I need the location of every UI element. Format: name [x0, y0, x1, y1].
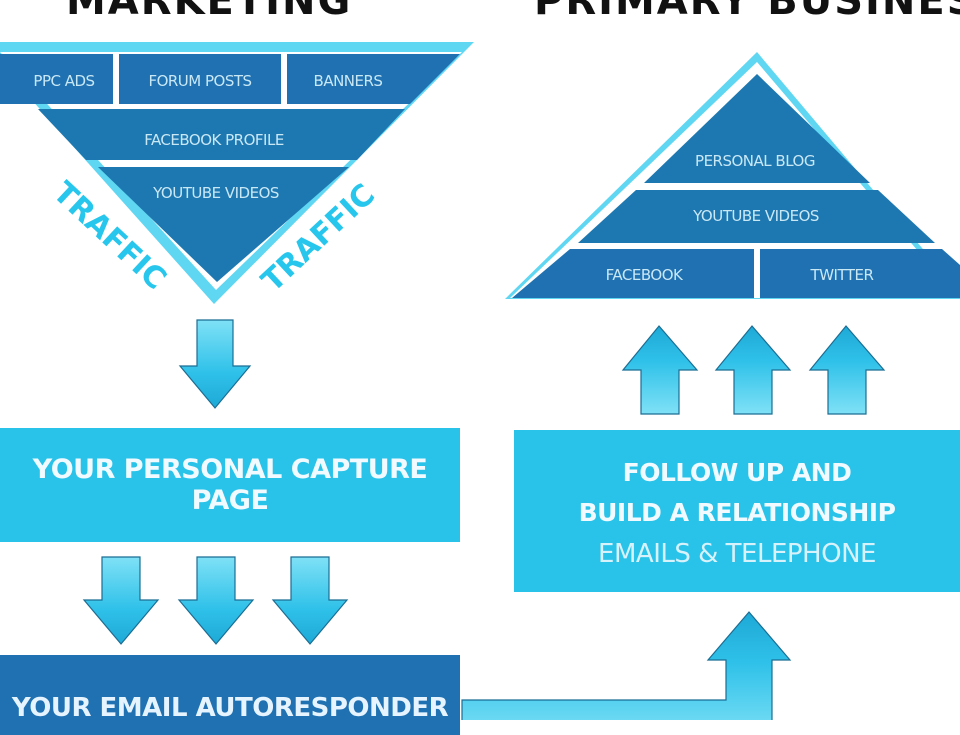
marketing-heading: MARKETING [66, 0, 353, 24]
follow-up-subtitle: EMAILS & TELEPHONE [598, 539, 876, 569]
funnel-seg-forum-posts [119, 54, 281, 104]
pyramid-seg-facebook [512, 249, 754, 298]
funnel-label-ppc-ads: PPC ADS [33, 72, 94, 90]
arrow-down-to-capture-icon [178, 319, 252, 409]
traffic-funnel: PPC ADS FORUM POSTS BANNERS FACEBOOK PRO… [0, 42, 474, 304]
funnel-seg-youtube-videos [98, 167, 349, 282]
funnel-seg-facebook-profile [38, 109, 405, 160]
arrow-up-1-icon [621, 325, 699, 415]
arrow-down-1-icon [82, 556, 160, 645]
funnel-seg-ppc-ads [0, 54, 113, 104]
funnel-label-banners: BANNERS [314, 72, 383, 90]
pyramid-seg-twitter [760, 249, 960, 298]
pyramid-seg-personal-blog [644, 74, 870, 183]
follow-up-line-1: FOLLOW UP AND [622, 458, 852, 487]
funnel-label-youtube-videos: YOUTUBE VIDEOS [152, 184, 279, 202]
primary-business-heading: PRIMARY BUSINES [534, 0, 960, 24]
pyramid-label-personal-blog: PERSONAL BLOG [695, 152, 815, 170]
arrow-up-3-icon [808, 325, 886, 415]
funnel-label-forum-posts: FORUM POSTS [148, 72, 251, 90]
marketing-funnel-diagram: PPC ADS FORUM POSTS BANNERS FACEBOOK PRO… [0, 42, 960, 720]
autoresponder-label: YOUR EMAIL AUTORESPONDER [11, 693, 449, 723]
capture-page-box: YOUR PERSONAL CAPTURE PAGE [0, 428, 460, 542]
pyramid-seg-youtube-videos [578, 190, 935, 243]
arrow-down-3-icon [271, 556, 349, 645]
primary-business-pyramid: PERSONAL BLOG YOUTUBE VIDEOS FACEBOOK TW… [505, 52, 960, 299]
follow-up-box: FOLLOW UP AND BUILD A RELATIONSHIP EMAIL… [514, 430, 960, 592]
autoresponder-box: YOUR EMAIL AUTORESPONDER [0, 655, 460, 735]
capture-page-label: YOUR PERSONAL CAPTURE PAGE [32, 454, 428, 516]
arrow-elbow-to-followup-icon [461, 611, 792, 720]
funnel-label-facebook-profile: FACEBOOK PROFILE [144, 131, 284, 149]
funnel-seg-banners [287, 54, 460, 104]
pyramid-label-youtube-videos: YOUTUBE VIDEOS [692, 207, 819, 225]
pyramid-label-twitter: TWITTER [810, 266, 874, 284]
arrow-up-2-icon [714, 325, 792, 415]
arrow-down-2-icon [177, 556, 255, 645]
follow-up-line-2: BUILD A RELATIONSHIP [578, 498, 896, 527]
pyramid-label-facebook: FACEBOOK [606, 266, 684, 284]
